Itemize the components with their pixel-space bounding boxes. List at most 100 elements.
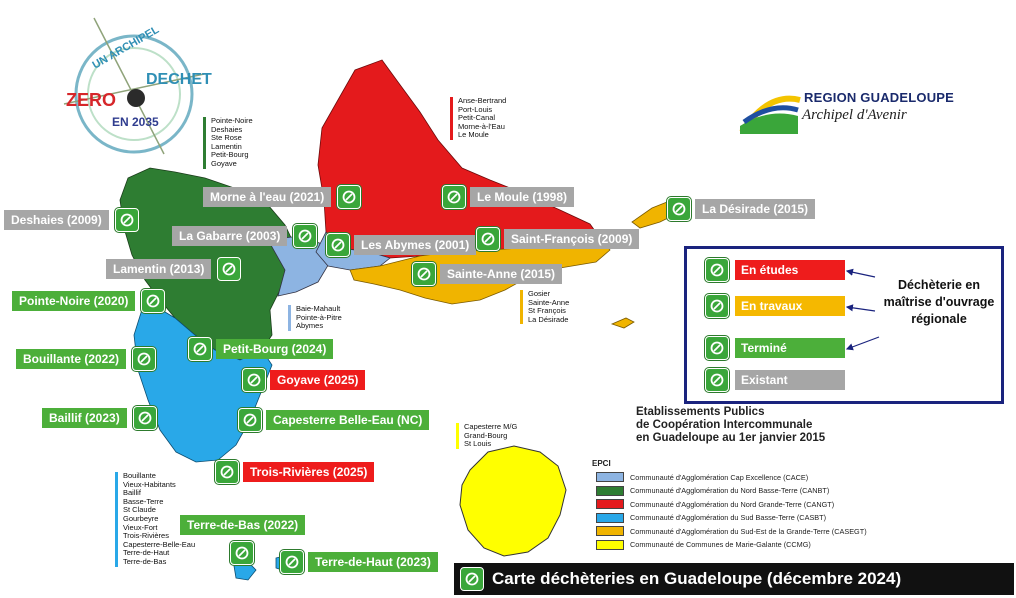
municipality-name: Ste Rose (211, 133, 242, 143)
recycle-bin-icon (667, 197, 691, 221)
site-marker: Pointe-Noire (2020) (12, 289, 166, 313)
recycle-bin-icon (460, 567, 484, 591)
recycle-bin-icon (412, 262, 436, 286)
municipality-name: Terre-de-Bas (123, 556, 167, 566)
site-marker: Terre-de-Haut (2023) (280, 550, 438, 574)
municipality-name: St François (528, 306, 566, 316)
epci-legend-item: Communauté d'Agglomération du Nord Basse… (596, 485, 830, 496)
epci-swatch (596, 512, 624, 523)
recycle-bin-icon (705, 368, 729, 392)
site-marker: Saint-François (2009) (476, 227, 640, 251)
municipality-name: St Louis (464, 439, 492, 449)
site-marker: Lamentin (2013) (106, 257, 242, 281)
recycle-bin-icon (215, 460, 239, 484)
recycle-bin-icon (188, 337, 212, 361)
epci-legend-item: Communauté d'Agglomération du Sud-Est de… (596, 526, 867, 536)
site-label: Baillif (2023) (42, 408, 127, 428)
epci-legend-label: Communauté d'Agglomération du Nord Basse… (630, 486, 830, 495)
site-label: Deshaies (2009) (4, 210, 109, 230)
epci-title-line: Etablissements Publics (636, 406, 765, 418)
municipality-name: Baillif (123, 488, 141, 498)
municipality-name: Goyave (211, 158, 237, 168)
municipality-name: Sainte-Anne (528, 297, 570, 307)
recycle-bin-icon (141, 289, 166, 313)
municipality-name: Bouillante (123, 471, 156, 480)
recycle-bin-icon (705, 258, 729, 282)
legend-note-line: régionale (911, 312, 967, 326)
municipality-name: Morne-à-l'Eau (458, 121, 505, 131)
municipality-name: Capesterre-Belle-Eau (123, 539, 196, 549)
municipality-name: Vieux-Fort (123, 522, 158, 532)
site-label: Saint-François (2009) (504, 229, 640, 249)
legend-item-label: Existant (735, 370, 845, 390)
site-marker: Baillif (2023) (42, 406, 157, 430)
region-marie-galante (459, 445, 567, 557)
site-label: La Désirade (2015) (695, 199, 816, 219)
municipality-name: Baie-Mahault (296, 304, 341, 313)
epci-swatch (596, 472, 624, 482)
municipality-name: Port-Louis (458, 104, 493, 114)
recycle-bin-icon (132, 347, 157, 371)
legend-item: Terminé (705, 336, 845, 360)
municipality-name: Gosier (528, 289, 551, 298)
epci-title-line: de Coopération Intercommunale (636, 419, 813, 431)
footer-banner: Carte déchèteries en Guadeloupe (décembr… (454, 563, 1014, 595)
site-marker: La Désirade (2015) (667, 197, 816, 221)
site-marker: Goyave (2025) (242, 368, 366, 392)
epci-legend-item: Communauté d'Agglomération du Sud Basse-… (596, 512, 826, 523)
municipality-name: Pointe-à-Pitre (296, 312, 342, 322)
epci-legend-label: Communauté de Communes de Marie-Galante … (630, 540, 811, 549)
recycle-bin-icon (705, 336, 729, 360)
legend-note-line: Déchèterie en (898, 278, 980, 292)
municipality-name: Basse-Terre (123, 496, 164, 506)
municipality-name: Petit-Bourg (211, 150, 249, 160)
site-label: Goyave (2025) (270, 370, 366, 390)
region-petite-terre (610, 317, 635, 329)
legend-item-label: En études (735, 260, 845, 280)
site-label: Petit-Bourg (2024) (216, 339, 334, 359)
municipality-name: La Désirade (528, 314, 569, 324)
zero-logo-zero: ZERO (66, 90, 116, 110)
zero-logo-year: EN 2035 (112, 115, 159, 129)
municipality-name: St Claude (123, 505, 156, 515)
recycle-bin-icon (476, 227, 500, 251)
legend-item: Existant (705, 368, 845, 392)
recycle-bin-icon (238, 408, 262, 432)
site-label: Le Moule (1998) (470, 187, 575, 207)
legend-note-line: maîtrise d'ouvrage (883, 295, 995, 309)
recycle-bin-icon (326, 233, 350, 257)
legend-item: En travaux (705, 294, 845, 318)
recycle-bin-icon (114, 208, 139, 232)
recycle-bin-icon (337, 185, 362, 209)
site-marker: Petit-Bourg (2024) (188, 337, 334, 361)
site-label: Bouillante (2022) (16, 349, 127, 369)
site-label: Morne à l'eau (2021) (203, 187, 332, 207)
region-guadeloupe-logo (739, 95, 801, 134)
epci-legend-item: Communauté d'Agglomération du Nord Grand… (596, 499, 834, 509)
site-label: Lamentin (2013) (106, 259, 212, 279)
site-label: Trois-Rivières (2025) (243, 462, 375, 482)
legend-item: En études (705, 258, 845, 282)
region-motto: Archipel d'Avenir (802, 107, 907, 123)
recycle-bin-icon (705, 294, 729, 318)
site-marker: Trois-Rivières (2025) (215, 460, 375, 484)
zero-dechet-logo: UN ARCHIPEL ZERO DECHET EN 2035 (63, 17, 212, 155)
site-marker: La Gabarre (2003) (172, 224, 318, 248)
recycle-bin-icon (217, 257, 242, 281)
recycle-bin-icon (230, 541, 254, 565)
recycle-bin-icon (132, 406, 157, 430)
epci-title: Etablissements Publics de Coopération In… (636, 406, 896, 445)
epci-swatch (596, 539, 624, 550)
municipality-name: Capesterre M/G (464, 422, 518, 431)
epci-title-line: en Guadeloupe au 1er janvier 2015 (636, 432, 826, 444)
zero-logo-dechet: DECHET (146, 71, 212, 88)
legend-item-label: Terminé (735, 338, 845, 358)
site-marker: Terre-de-Bas (2022) (180, 515, 306, 565)
municipality-name: Petit-Canal (458, 113, 496, 123)
municipality-name: Grand-Bourg (464, 430, 508, 440)
recycle-bin-icon (242, 368, 266, 392)
